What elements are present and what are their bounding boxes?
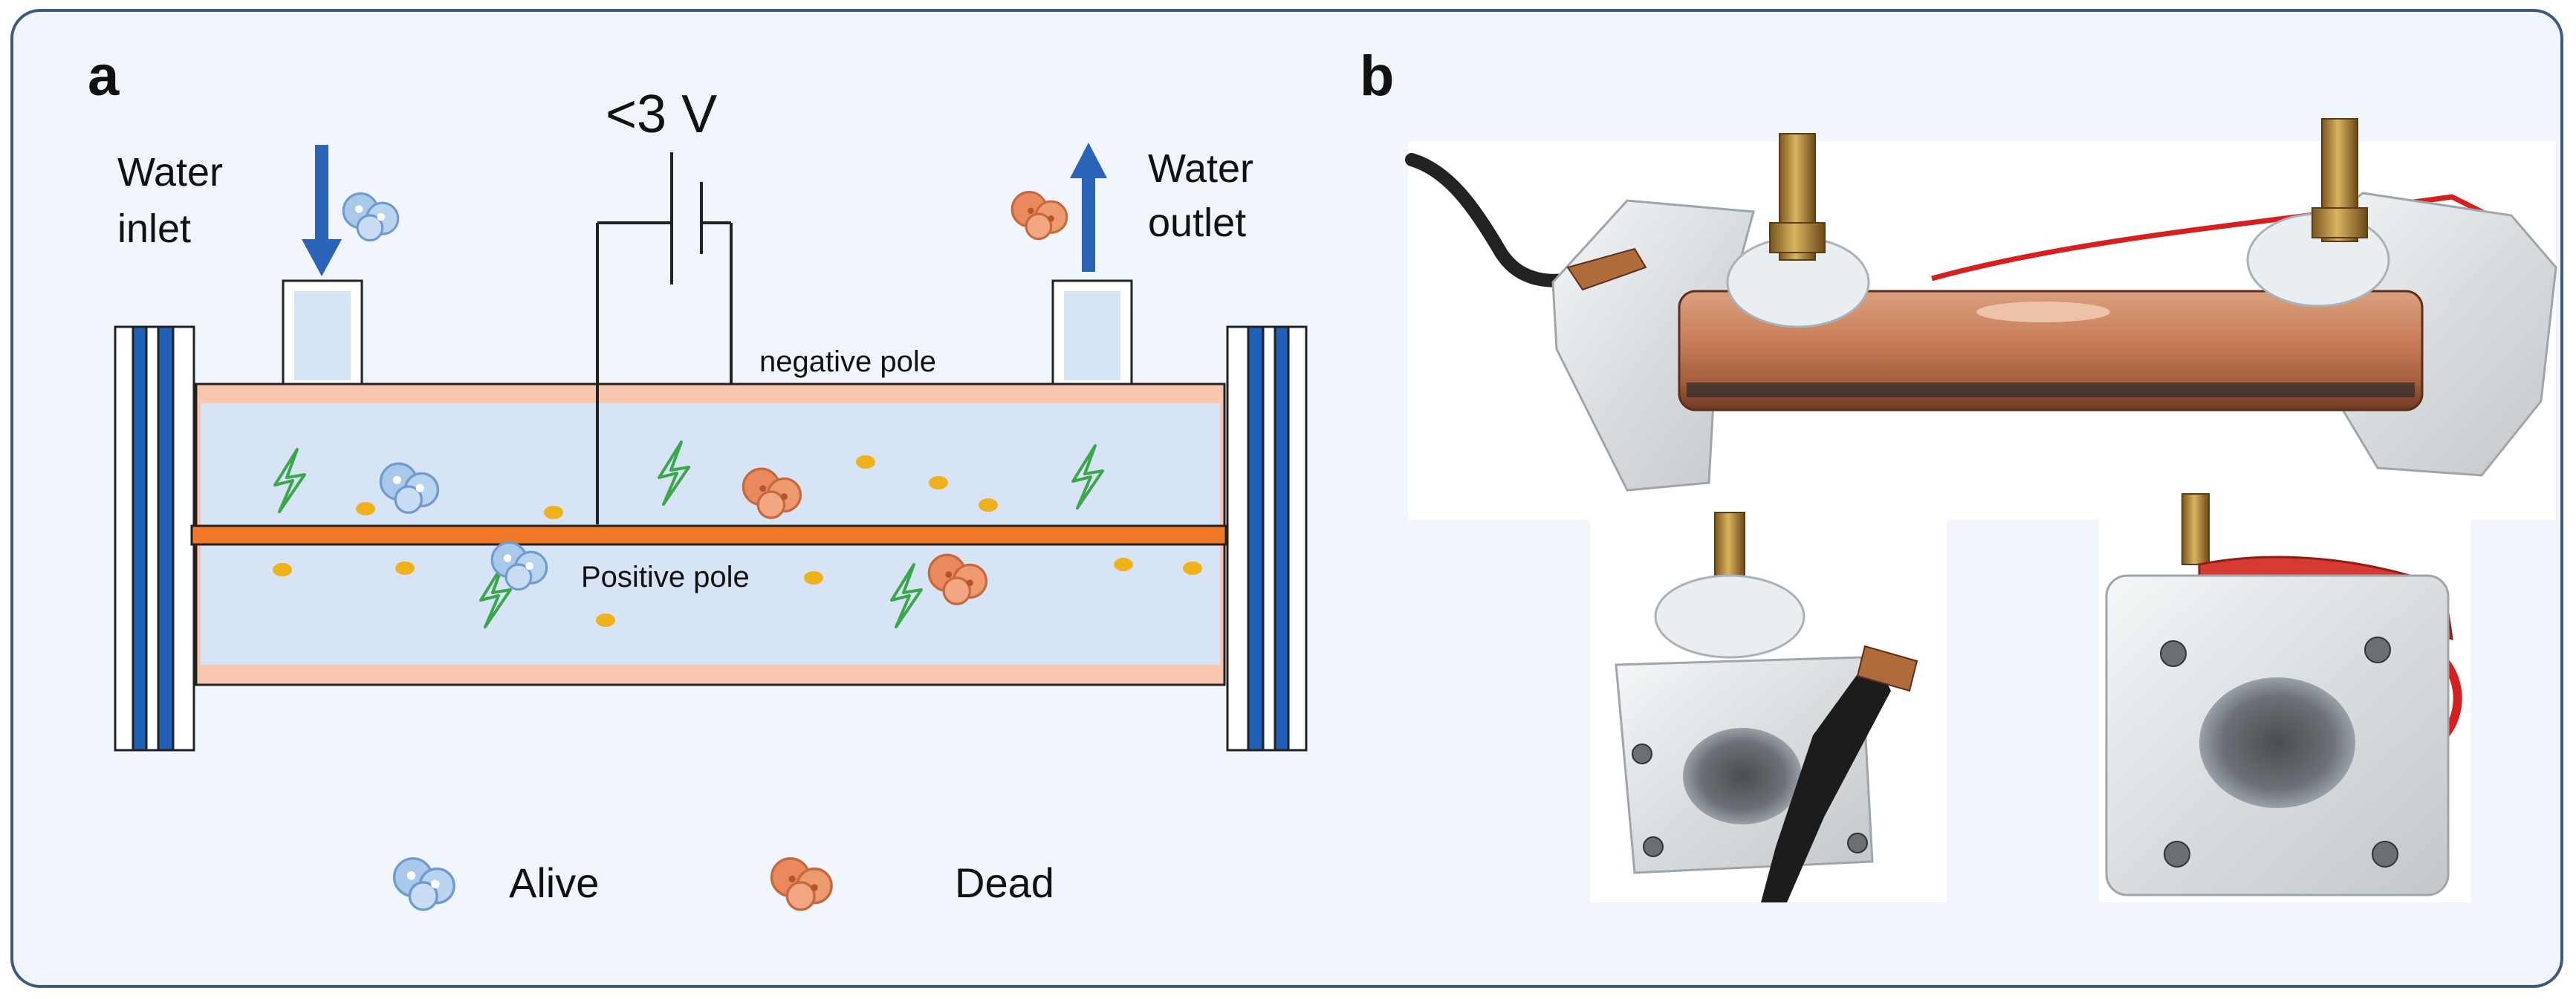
positive-pole-label: Positive pole xyxy=(581,561,750,593)
legend-alive-label: Alive xyxy=(509,859,599,906)
panel-b-photos: b xyxy=(1360,45,2557,902)
inlet-label-line1: Water xyxy=(117,150,223,195)
right-end-flange xyxy=(1226,325,1308,752)
copper-tube xyxy=(1678,290,2424,411)
outlet-arrow xyxy=(1070,143,1107,272)
negative-pole-label: negative pole xyxy=(759,345,936,378)
panel-a-diagram: a xyxy=(88,45,1308,911)
alive-bacterium-inlet xyxy=(342,192,400,242)
photo-assembled-reactor xyxy=(1405,118,2557,520)
positive-electrode-rod xyxy=(190,524,1227,546)
photo-end-view-black-clip xyxy=(1590,512,1947,902)
legend: Alive Dead xyxy=(392,857,1054,911)
legend-dead-icon xyxy=(770,857,833,911)
end-cap-port xyxy=(1683,728,1802,824)
end-cap-port xyxy=(2199,677,2355,808)
photo-end-view-red-clip xyxy=(2099,490,2470,902)
inlet-label-line2: inlet xyxy=(117,206,191,251)
voltage-label: <3 V xyxy=(606,85,717,144)
left-end-flange xyxy=(114,325,195,752)
dead-bacterium-outlet xyxy=(1010,191,1068,241)
inlet-arrow xyxy=(302,145,342,276)
outlet-label-line1: Water xyxy=(1148,146,1253,191)
panel-b-label: b xyxy=(1360,45,1394,108)
outlet-label-line2: outlet xyxy=(1148,201,1246,245)
outlet-port-window xyxy=(1064,291,1120,380)
inlet-port-window xyxy=(294,291,351,380)
legend-alive-icon xyxy=(392,857,455,911)
power-supply-circuit xyxy=(596,152,733,524)
panel-a-label: a xyxy=(88,45,120,108)
alligator-clip xyxy=(1566,247,1647,291)
black-alligator-clip xyxy=(1761,654,1891,902)
charged-particles xyxy=(273,455,1202,627)
legend-dead-label: Dead xyxy=(955,859,1054,906)
